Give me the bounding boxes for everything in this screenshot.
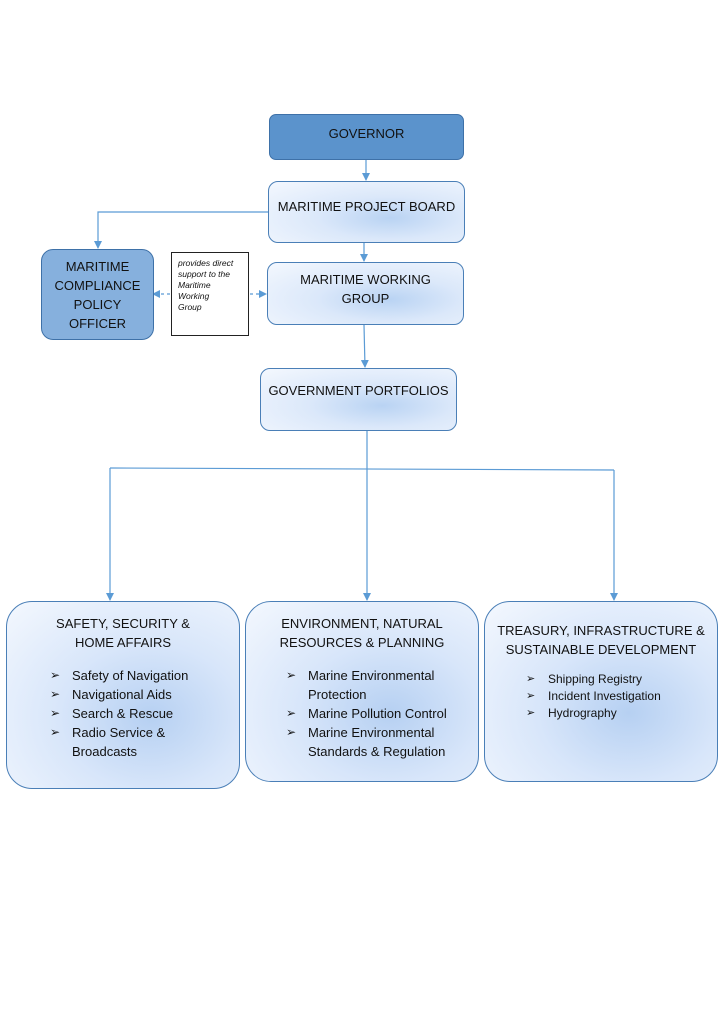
line-horizontal-bus [109, 467, 615, 471]
compliance-officer-line-4: OFFICER [68, 315, 127, 331]
list-item: Navigational Aids [50, 685, 239, 704]
compliance-officer-line-2: COMPLIANCE [54, 277, 141, 293]
arrow-working-group-to-portfolios [360, 324, 369, 368]
department-safety-title-line-1: SAFETY, SECURITY & [56, 616, 190, 631]
support-note-line-1: provides direct [178, 258, 234, 268]
support-note: provides direct support to the Maritime … [171, 252, 249, 336]
department-environment-title-line-2: RESOURCES & PLANNING [279, 635, 445, 650]
arrow-board-to-officer [94, 211, 268, 249]
department-environment-title: ENVIRONMENT, NATURAL RESOURCES & PLANNIN… [246, 614, 478, 652]
department-safety-title-line-2: HOME AFFAIRS [74, 635, 172, 650]
department-safety-list: Safety of Navigation Navigational Aids S… [50, 666, 239, 761]
working-group-line-1: MARITIME WORKING [300, 272, 431, 287]
project-board-box: MARITIME PROJECT BOARD [268, 181, 465, 243]
governor-label: GOVERNOR [328, 126, 405, 141]
department-safety-title: SAFETY, SECURITY & HOME AFFAIRS [7, 614, 239, 652]
project-board-label: MARITIME PROJECT BOARD [277, 199, 456, 214]
compliance-officer-line-3: POLICY [73, 296, 122, 312]
department-treasury-list: Shipping Registry Incident Investigation… [526, 671, 717, 722]
support-note-line-3: Maritime [178, 280, 211, 290]
list-item: Hydrography [526, 705, 717, 722]
working-group-line-2: GROUP [341, 291, 390, 306]
compliance-officer-line-1: MARITIME [65, 258, 130, 274]
department-treasury-box: TREASURY, INFRASTRUCTURE & SUSTAINABLE D… [484, 601, 718, 782]
list-item: Search & Rescue [50, 704, 239, 723]
list-item: Safety of Navigation [50, 666, 239, 685]
support-note-line-2: support to the [178, 269, 230, 279]
support-note-line-5: Group [178, 302, 202, 312]
compliance-officer-box: MARITIME COMPLIANCE POLICY OFFICER [41, 249, 154, 340]
governor-box: GOVERNOR [269, 114, 464, 160]
department-treasury-title-line-1: TREASURY, INFRASTRUCTURE & [497, 623, 705, 638]
department-environment-title-line-1: ENVIRONMENT, NATURAL [281, 616, 443, 631]
portfolios-label: GOVERNMENT PORTFOLIOS [268, 383, 449, 398]
support-note-line-4: Working [178, 291, 210, 301]
list-item: Marine Pollution Control [286, 704, 478, 723]
department-environment-box: ENVIRONMENT, NATURAL RESOURCES & PLANNIN… [245, 601, 479, 782]
list-item: Shipping Registry [526, 671, 717, 688]
department-safety-box: SAFETY, SECURITY & HOME AFFAIRS Safety o… [6, 601, 240, 789]
department-treasury-title-line-2: SUSTAINABLE DEVELOPMENT [505, 642, 697, 657]
working-group-box: MARITIME WORKING GROUP [267, 262, 464, 325]
department-treasury-title: TREASURY, INFRASTRUCTURE & SUSTAINABLE D… [485, 621, 717, 659]
portfolios-box: GOVERNMENT PORTFOLIOS [260, 368, 457, 431]
list-item: Incident Investigation [526, 688, 717, 705]
list-item: Radio Service &Broadcasts [50, 723, 239, 761]
